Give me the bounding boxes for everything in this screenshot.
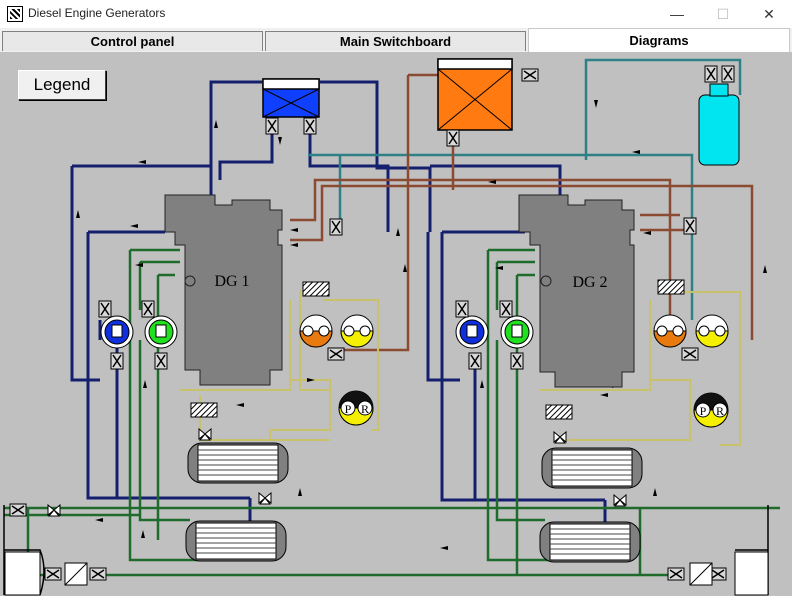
sea-chest-left-fill: [4, 551, 41, 596]
r-label-dg2: R: [716, 404, 724, 418]
lube-pump-dg2[interactable]: [500, 315, 534, 349]
heat-exchanger-dg2-upper: [541, 447, 643, 489]
filter-dg1-bottom: [190, 402, 218, 418]
close-button[interactable]: ✕: [763, 5, 775, 22]
strainer-right: [689, 562, 713, 586]
tab-main-switchboard[interactable]: Main Switchboard: [265, 31, 526, 51]
sea-chest-right-fill: [734, 551, 769, 596]
p-label-dg1: P: [345, 402, 352, 416]
filter-dg2-bottom: [545, 404, 573, 420]
cooling-pump-yellow-dg1[interactable]: [340, 314, 374, 348]
pr-pump-dg2[interactable]: [693, 392, 729, 428]
filter-dg1-top: [302, 281, 330, 297]
minimize-button[interactable]: —: [670, 6, 684, 22]
cooling-pump-orange-dg1[interactable]: [299, 314, 333, 348]
heat-exchanger-dg1-lower: [185, 520, 287, 562]
cooling-lines: [290, 73, 754, 352]
window-title: Diesel Engine Generators: [28, 6, 166, 20]
tab-diagrams[interactable]: Diagrams: [528, 28, 790, 52]
r-label-dg1: R: [361, 402, 369, 416]
maximize-button[interactable]: ☐: [716, 5, 730, 22]
air-bottle: [698, 83, 740, 166]
cooling-pump-yellow-dg2[interactable]: [695, 314, 729, 348]
legend-button[interactable]: Legend: [18, 70, 106, 100]
lube-lines: [4, 248, 780, 577]
pr-pump-dg1[interactable]: [338, 390, 374, 426]
heat-exchanger-dg2-lower: [539, 521, 641, 563]
dg1-label: DG 1: [214, 273, 249, 290]
fuel-pump-dg1[interactable]: [100, 315, 134, 349]
sea-chest-left: [3, 505, 45, 596]
expansion-tank: [437, 58, 513, 131]
cooling-pump-orange-dg2[interactable]: [653, 314, 687, 348]
p-label-dg2: P: [700, 404, 707, 418]
strainer-left: [64, 562, 88, 586]
fuel-day-tank: [262, 78, 320, 118]
tab-bar: Control panel Main Switchboard Diagrams: [0, 28, 792, 52]
engine-dg2: [518, 194, 635, 388]
lube-pump-dg1[interactable]: [144, 315, 178, 349]
heat-exchanger-dg1-upper: [187, 442, 289, 484]
fuel-lines: [70, 80, 607, 540]
filter-dg2-top: [657, 279, 685, 295]
tab-control-panel[interactable]: Control panel: [2, 31, 263, 51]
engine-dg1: [164, 194, 283, 386]
fuel-pump-dg2[interactable]: [455, 315, 489, 349]
title-bar: Diesel Engine Generators — ☐ ✕: [0, 0, 792, 28]
dg2-label: DG 2: [572, 274, 607, 291]
seawater-lines: [308, 58, 742, 320]
app-icon: [7, 6, 23, 22]
